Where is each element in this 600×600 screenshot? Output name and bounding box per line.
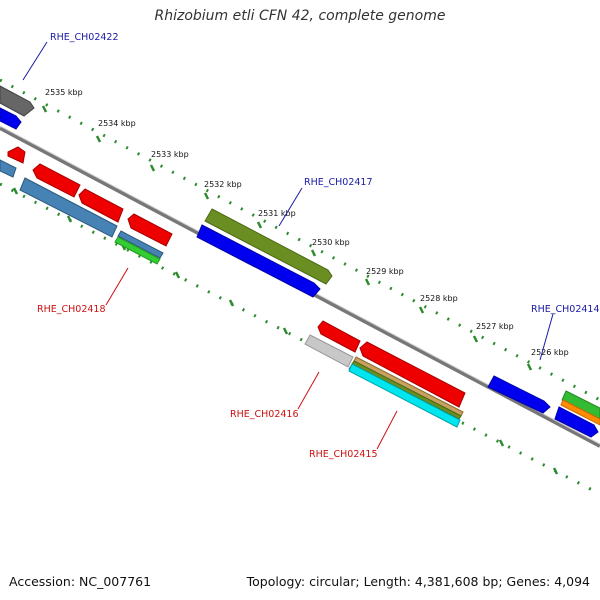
gene-grey-forward[interactable] bbox=[0, 85, 35, 117]
gene-steelblue-reverse-1[interactable] bbox=[0, 159, 17, 178]
gene-steelblue-reverse-2[interactable] bbox=[19, 177, 118, 238]
gene-label-rhe-ch02414[interactable]: RHE_CH02414 bbox=[531, 304, 600, 315]
gene-rhe-ch02416-grey[interactable] bbox=[304, 334, 354, 368]
scale-label-2535: 2535 kbp bbox=[45, 88, 83, 97]
gene-rhe-ch02418-green[interactable] bbox=[114, 236, 161, 265]
map-title: Rhizobium etli CFN 42, complete genome bbox=[154, 8, 446, 24]
gene-label-rhe-ch02416[interactable]: RHE_CH02416 bbox=[230, 409, 299, 420]
scale-label-2533: 2533 kbp bbox=[151, 150, 189, 159]
gene-blue-forward-3[interactable] bbox=[487, 375, 551, 414]
gene-label-rhe-ch02422[interactable]: RHE_CH02422 bbox=[50, 32, 119, 43]
gene-red-reverse-4[interactable] bbox=[127, 213, 173, 247]
gene-blue-forward-1[interactable] bbox=[0, 107, 22, 130]
gene-rhe-ch02417[interactable] bbox=[204, 208, 333, 285]
callout-line-rhe-ch02417 bbox=[278, 187, 303, 227]
scale-label-2530: 2530 kbp bbox=[312, 238, 350, 247]
gene-red-reverse-2[interactable] bbox=[32, 163, 81, 198]
gene-blue-forward-2[interactable] bbox=[196, 224, 321, 298]
callout-line-rhe-ch02418 bbox=[105, 267, 129, 306]
scale-label-2532: 2532 kbp bbox=[204, 180, 242, 189]
callout-line-rhe-ch02416 bbox=[297, 371, 320, 410]
gene-label-rhe-ch02418[interactable]: RHE_CH02418 bbox=[37, 304, 106, 315]
inner-scale-ticks bbox=[12, 187, 559, 475]
gene-rhe-ch02416-red[interactable] bbox=[317, 320, 361, 353]
callout-line-rhe-ch02422 bbox=[22, 41, 48, 81]
gene-label-rhe-ch02417[interactable]: RHE_CH02417 bbox=[304, 177, 373, 188]
inner-scale-track bbox=[0, 182, 600, 496]
gene-red-reverse-3[interactable] bbox=[78, 188, 124, 223]
scale-label-2526: 2526 kbp bbox=[531, 348, 569, 357]
scale-label-2529: 2529 kbp bbox=[366, 267, 404, 276]
scale-label-2534: 2534 kbp bbox=[98, 119, 136, 128]
gene-red-reverse-5[interactable] bbox=[359, 341, 466, 408]
callout-line-rhe-ch02414 bbox=[539, 313, 554, 361]
gene-rhe-ch02414-green[interactable] bbox=[561, 390, 600, 420]
scale-label-2528: 2528 kbp bbox=[420, 294, 458, 303]
gene-label-rhe-ch02415[interactable]: RHE_CH02415 bbox=[309, 449, 378, 460]
gene-rhe-ch02418-blue[interactable] bbox=[117, 230, 164, 259]
gene-rhe-ch02415[interactable] bbox=[348, 363, 461, 428]
gene-red-reverse-1[interactable] bbox=[7, 146, 26, 164]
outer-scale-track bbox=[0, 78, 600, 402]
scale-label-2527: 2527 kbp bbox=[476, 322, 514, 331]
outer-scale-ticks bbox=[41, 105, 533, 371]
accession-text: Accession: NC_007761 bbox=[9, 574, 152, 589]
gene-blue-forward-4[interactable] bbox=[554, 406, 599, 438]
callout-line-rhe-ch02415 bbox=[376, 410, 398, 450]
scale-label-2531: 2531 kbp bbox=[258, 209, 296, 218]
gene-orange-forward[interactable] bbox=[560, 399, 600, 426]
genome-summary-text: Topology: circular; Length: 4,381,608 bp… bbox=[246, 574, 590, 589]
